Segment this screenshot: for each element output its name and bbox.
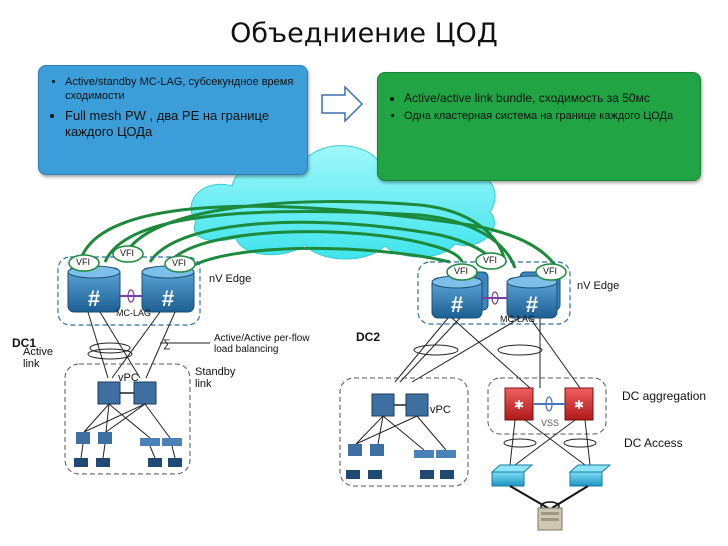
dc2-access-switches [490, 464, 612, 487]
dc2-vpc-label: vPC [430, 404, 451, 416]
transition-arrow-icon [321, 85, 364, 123]
dc1-vpc-label: vPC [118, 372, 139, 384]
dc2-access-links [503, 419, 597, 466]
dc1-label: DC1 [12, 336, 37, 350]
dc2-edge-router-1: # [431, 271, 489, 319]
right-callout: Active/active link bundle, сходимость за… [377, 72, 701, 181]
dc2-vss-label: VSS [541, 418, 560, 428]
dc2-vfi-3-label: VFI [543, 266, 558, 276]
dc2-uplinks [394, 317, 581, 389]
dc2-vpc-boundary [339, 377, 469, 487]
dc2-aggregation-switches: ✱ ✱ [504, 387, 594, 421]
svg-text:#: # [162, 286, 174, 311]
dc1-active-link-label: Active link [23, 346, 53, 370]
dc2-vfi-2-label: VFI [483, 255, 498, 265]
dc1-vpc-boundary [64, 363, 191, 475]
server-host [509, 485, 589, 531]
dc1-lb-note: Active/Active per-flow load balancing [214, 333, 310, 355]
dc1-edge-router-2: # [141, 265, 195, 313]
left-callout-item-2: Full mesh PW , два PE на границе каждого… [65, 108, 299, 141]
left-callout: Active/standby MC-LAG, субсекундное врем… [38, 65, 308, 175]
dc1-uplinks [87, 311, 176, 379]
dc2-mclag-label: MC-LAG [500, 314, 536, 324]
right-callout-item-1: Active/active link bundle, сходимость за… [404, 91, 690, 106]
dc2-edge-label: nV Edge [577, 280, 620, 292]
dc2-edge-router-2: # [506, 271, 561, 319]
svg-text:#: # [88, 286, 100, 311]
dc1-vfi-1-label: VFI [76, 257, 91, 267]
dc2-vfi-2 [475, 252, 507, 270]
right-callout-item-2: Одна кластерная система на границе каждо… [404, 110, 690, 124]
svg-text:✱: ✱ [574, 398, 584, 412]
dc2-label: DC2 [356, 330, 381, 344]
dc1-mclag-link [120, 289, 142, 303]
dc2-mclag-link [482, 291, 507, 305]
svg-text:#: # [526, 292, 538, 317]
dc1-vfi-3-label: VFI [172, 258, 187, 268]
dc1-vfi-2-label: VFI [120, 248, 135, 258]
dc1-vfi-1 [68, 254, 100, 272]
dc1-vfi-3 [164, 255, 196, 273]
left-callout-item-1: Active/standby MC-LAG, субсекундное врем… [65, 76, 299, 104]
pseudowire-lines [78, 200, 557, 272]
dc1-edge-router-1: # [67, 265, 121, 313]
svg-text:#: # [451, 292, 463, 317]
dc1-mclag-label: MC-LAG [116, 308, 152, 318]
dc2-vfi-1 [446, 263, 478, 281]
dc2-vfi-3 [535, 263, 567, 281]
dc2-vpc-switches [346, 393, 456, 479]
dc1-vfi-2 [112, 245, 144, 263]
dc2-access-label: DC Access [624, 436, 683, 450]
dc1-standby-link-label: Standby link [195, 366, 236, 390]
svg-text:✱: ✱ [514, 398, 524, 412]
dc1-vpc-switches [74, 381, 182, 467]
page-title: Объедниение ЦОД [230, 18, 498, 49]
dc2-aggregation-boundary [487, 377, 607, 435]
dc2-vfi-1-label: VFI [454, 266, 469, 276]
lb-sigma: ∑ [163, 338, 171, 350]
dc2-aggregation-label: DC aggregation [622, 389, 707, 403]
dc1-edge-label: nV Edge [209, 273, 252, 285]
